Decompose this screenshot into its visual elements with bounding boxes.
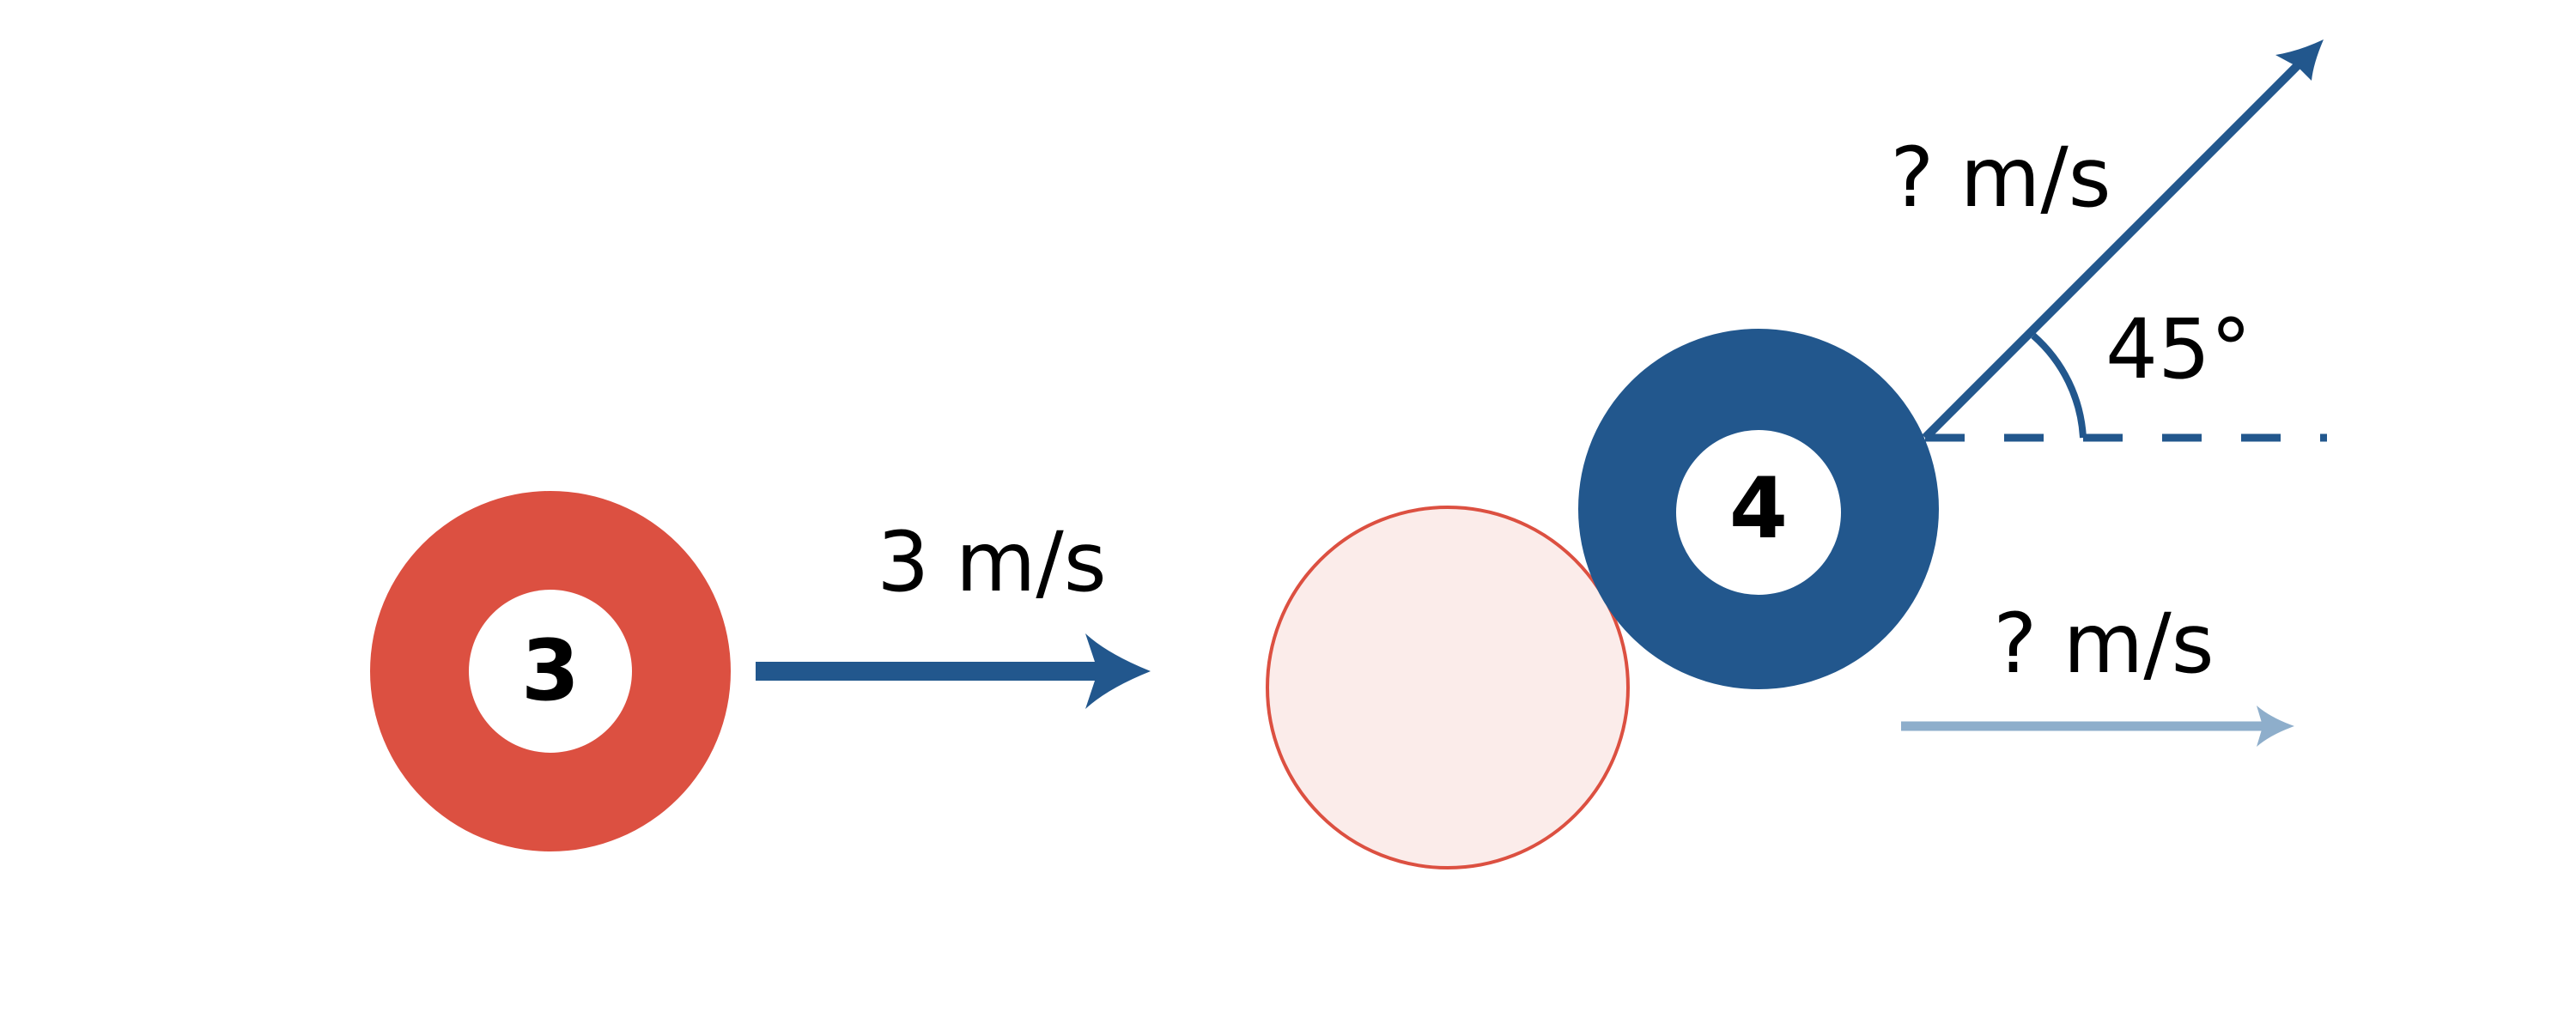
ball-3-number: 3 [521, 622, 580, 720]
ball-4-inner [1676, 430, 1841, 595]
ball-4-number: 4 [1729, 460, 1788, 558]
ball-3-final-velocity-arrowhead [2257, 706, 2294, 747]
ball-4: 4 [1578, 329, 1939, 689]
ball-4-final-velocity-arrowhead [2275, 39, 2324, 81]
ball-3: 3 [370, 491, 731, 851]
ball-3-final-velocity-label: ? m/s [1993, 596, 2214, 692]
ball-3-collision-ghost [1266, 506, 1630, 869]
ball-3-inner [469, 590, 632, 753]
angle-arc [2031, 332, 2087, 439]
ball-4-final-velocity-shaft [1922, 58, 2305, 441]
initial-velocity-arrow [756, 633, 1151, 709]
ball-4-final-velocity-arrow [1922, 39, 2324, 441]
initial-velocity-label: 3 m/s [877, 514, 1106, 610]
ball-4-final-velocity-label: ? m/s [1890, 130, 2111, 226]
initial-velocity-arrowhead [1085, 633, 1151, 709]
ball-3-final-velocity-arrow [1901, 706, 2294, 747]
angle-label: 45° [2105, 301, 2251, 397]
